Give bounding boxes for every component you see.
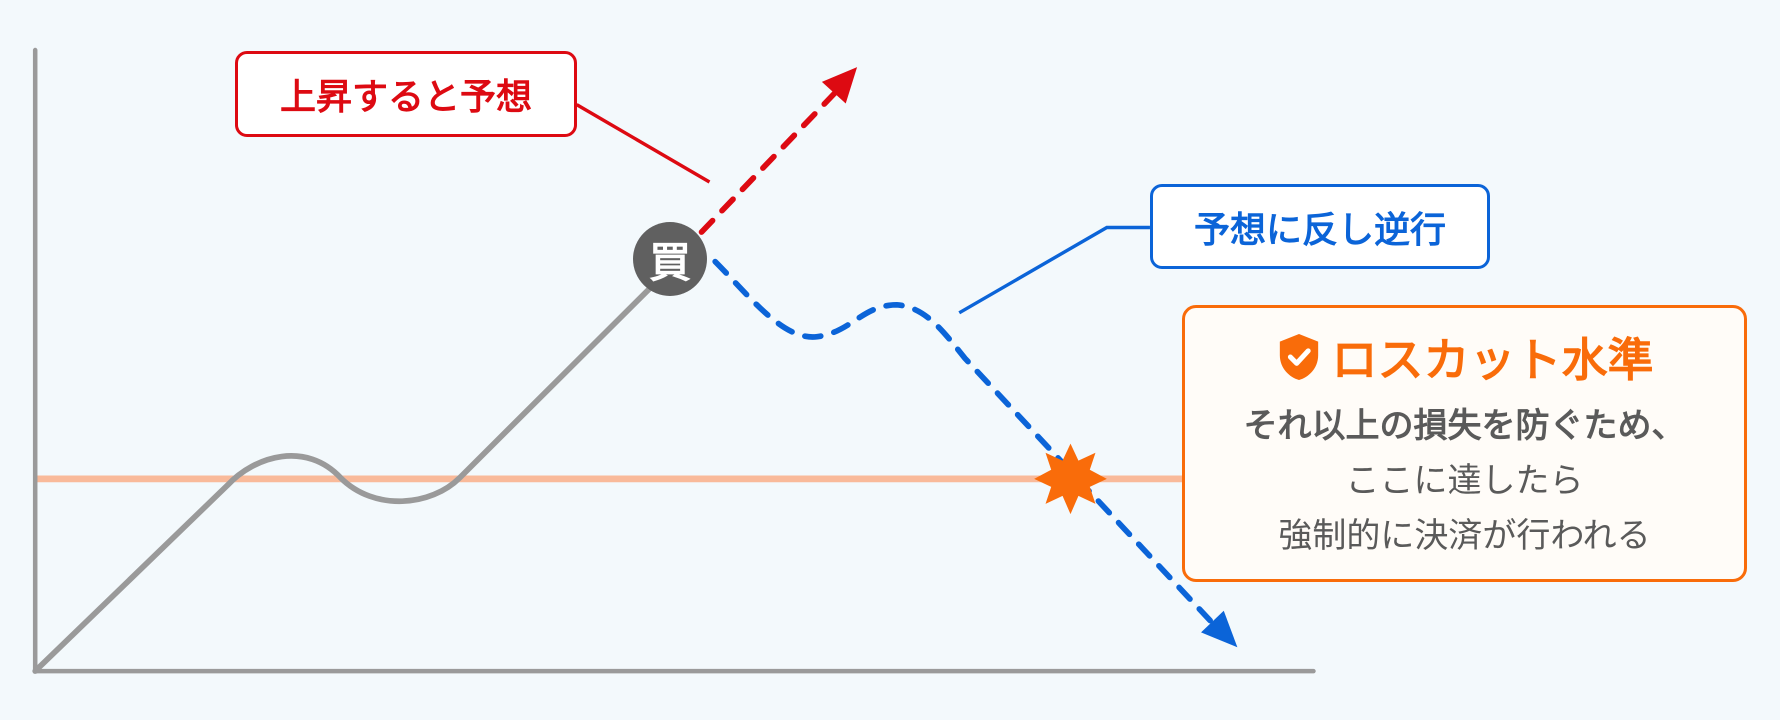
reverse-move-label: 予想に反し逆行 [1150,184,1490,269]
losscut-desc-line3: 強制的に決済が行われる [1278,516,1651,556]
shield-check-icon [1279,334,1318,380]
up-arrow-head-icon [821,67,858,104]
losscut-title-row: ロスカット水準 [1276,324,1654,390]
reverse-move-text: 予想に反し逆行 [1193,209,1446,251]
down-arrow-head-icon [1201,610,1238,648]
losscut-callout: ロスカット水準 それ以上の損失を防ぐため、 ここに達したら 強制的に決済が行われ… [1182,305,1747,582]
up-prediction-arrow-line [698,84,843,235]
price-history-line [32,276,662,674]
losscut-desc-line1: それ以上の損失を防ぐため、 [1243,406,1686,446]
losscut-hit-burst-icon [1034,443,1107,515]
reverse-move-arrow-line [712,258,1220,631]
reverse-label-leader [958,225,1150,315]
up-prediction-text: 上昇すると予想 [279,77,532,118]
losscut-desc-line2: ここに達したら [1345,461,1584,501]
buy-marker-label: 買 [648,237,691,287]
up-prediction-label: 上昇すると予想 [235,51,577,137]
losscut-title: ロスカット水準 [1331,333,1654,387]
buy-marker: 買 [633,222,707,296]
up-label-leader [575,103,711,184]
